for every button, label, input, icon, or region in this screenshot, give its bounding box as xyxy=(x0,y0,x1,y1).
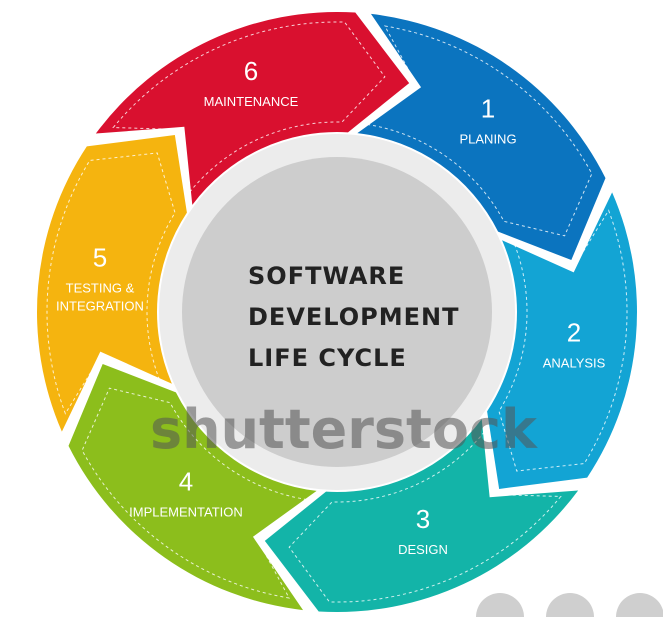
stage-6-segment xyxy=(95,12,410,205)
stage-3-dashed-outline xyxy=(288,431,562,603)
share-control-icon[interactable] xyxy=(546,593,594,617)
stage-6-number: 6 xyxy=(244,56,258,86)
stage-5-label: INTEGRATION xyxy=(56,298,144,313)
stage-1-label: PLANING xyxy=(459,131,516,146)
stage-4-number: 4 xyxy=(179,467,193,497)
stage-5-number: 5 xyxy=(93,242,107,272)
stage-5-dashed-outline xyxy=(46,152,176,415)
stage-2-dashed-outline xyxy=(498,209,628,472)
stage-2-segment xyxy=(487,192,637,489)
gallery-control-icon[interactable] xyxy=(616,593,663,617)
close-control-icon[interactable] xyxy=(476,593,524,617)
stage-1-segment xyxy=(357,13,606,261)
stage-4-segment xyxy=(68,363,317,611)
watermark: shutterstock xyxy=(150,398,538,461)
stage-5-label: TESTING & xyxy=(66,280,135,295)
center-circle xyxy=(182,157,492,467)
center-title-line-1: SOFTWARE xyxy=(248,262,405,290)
stage-3-number: 3 xyxy=(416,504,430,534)
stage-5-segment xyxy=(36,135,187,432)
center-title-line-3: LIFE CYCLE xyxy=(248,344,407,372)
stage-6-dashed-outline xyxy=(112,21,386,193)
stage-3-segment xyxy=(264,419,579,612)
stage-4-dashed-outline xyxy=(81,387,307,599)
stage-2-number: 2 xyxy=(567,318,581,348)
stage-1-dashed-outline xyxy=(367,25,593,237)
center-title-line-2: DEVELOPMENT xyxy=(248,303,459,331)
stage-1-number: 1 xyxy=(481,93,495,123)
stage-3-label: DESIGN xyxy=(398,542,448,557)
stage-2-label: ANALYSIS xyxy=(543,356,606,371)
stage-4-label: IMPLEMENTATION xyxy=(129,505,243,520)
stage-6-label: MAINTENANCE xyxy=(204,94,299,109)
